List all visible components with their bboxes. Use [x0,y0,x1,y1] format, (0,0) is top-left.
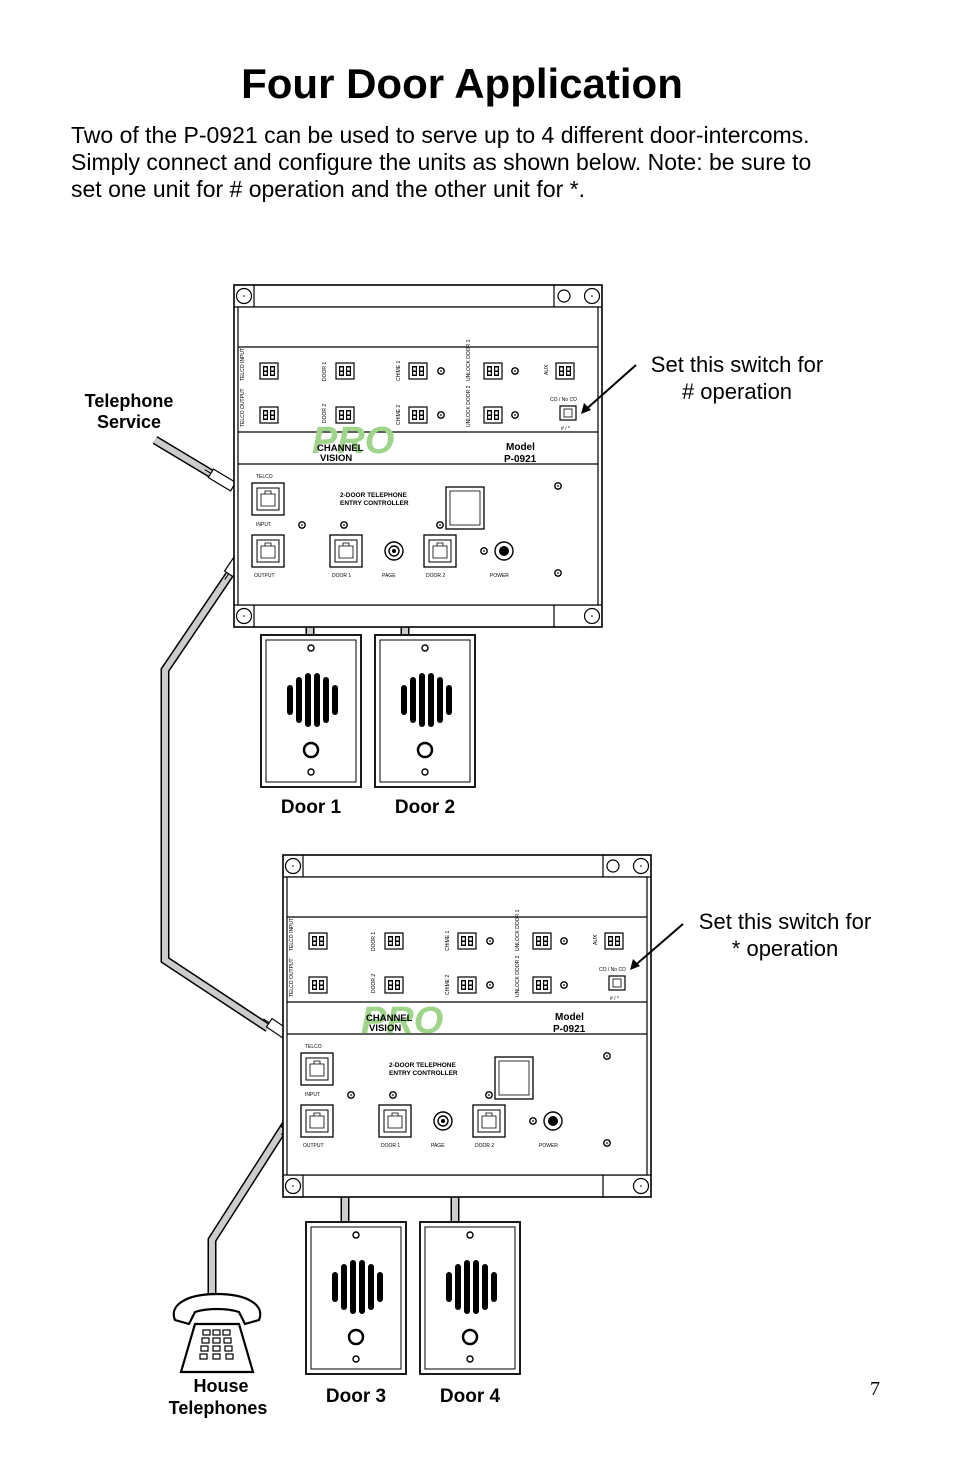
door-station-1 [259,633,363,789]
door3-label: Door 3 [326,1386,386,1407]
terminal-label: AUX [544,364,550,375]
telco-label: TELCO [305,1044,322,1050]
intro-line: set one unit for # operation and the oth… [71,176,586,202]
model-label: Model [555,1012,584,1023]
callout-arrow-hash [582,364,637,413]
door1-label: Door 1 [281,797,342,818]
intro-paragraph: Two of the P-0921 can be used to serve u… [71,122,871,203]
callout-hash-line2: # operation [682,379,792,404]
switch-sublabel: # / * [610,996,619,1002]
product-name: ENTRY CONTROLLER [340,500,409,507]
house-telephone-cable [207,1103,304,1295]
terminal-label: CHIME 2 [445,975,451,996]
page-number: 7 [870,1378,880,1400]
terminal-label: DOOR 1 [371,932,377,951]
terminal-label: UNLOCK DOOR 1 [466,339,472,381]
terminal-label: TELCO OUTPUT [289,958,295,997]
callout-hash-line1: Set this switch for [651,352,823,377]
brand-name: CHANNEL [366,1013,413,1024]
terminal-label: TELCO INPUT [289,918,295,951]
intro-line: Simply connect and configure the units a… [71,149,812,175]
input-label: INPUT [256,522,271,528]
door-station-4 [418,1220,522,1376]
arrow-head-icon [630,959,640,970]
telephone-service-cable [152,436,237,492]
switch-sublabel: # / * [561,426,570,432]
telephone-icon [172,1292,262,1374]
model-number: P-0921 [504,454,537,465]
terminal-label: UNLOCK DOOR 1 [515,909,521,951]
callout-arrow-star [631,923,684,969]
terminal-label: CHIME 1 [396,361,402,382]
house-telephones-label: House [193,1376,248,1396]
callout-star-line1: Set this switch for [699,909,871,934]
terminal-label: DOOR 1 [322,362,328,381]
brand-name: VISION [369,1023,401,1034]
terminal-label: TELCO INPUT [240,348,246,381]
brand-name: CHANNEL [317,443,364,454]
door-station-3 [304,1220,408,1376]
page-title: Four Door Application [241,60,683,107]
interconnect-cable [160,548,295,1043]
brand-logo-mark: PRO [361,1000,443,1042]
product-name: 2-DOOR TELEPHONE [389,1062,456,1069]
model-number: P-0921 [553,1024,586,1035]
telephone-service-label: Telephone [85,391,174,411]
switch-label: CO / No CO [599,967,626,973]
terminal-label: CHIME 2 [396,405,402,426]
door1-port-label: DOOR 1 [332,573,351,579]
telco-label: TELCO [256,474,273,480]
controller-unit-1: TELCO INPUT DOOR 1 CHIME 1 UNLOCK DOOR 1… [234,285,602,627]
output-label: OUTPUT [254,573,275,579]
brand-name: VISION [320,453,352,464]
intro-line: Two of the P-0921 can be used to serve u… [71,122,810,148]
input-label: INPUT [305,1092,320,1098]
terminal-label: DOOR 2 [371,974,377,993]
page-port-label: PAGE [431,1143,445,1149]
controller-unit-2: TELCO INPUT DOOR 1 CHIME 1 UNLOCK DOOR 1… [283,855,651,1197]
terminal-label: CHIME 1 [445,931,451,952]
door2-port-label: DOOR 2 [426,573,445,579]
power-port-label: POWER [490,573,509,579]
door1-port-label: DOOR 1 [381,1143,400,1149]
model-label: Model [506,442,535,453]
terminal-label: UNLOCK DOOR 2 [515,955,521,997]
door-station-2 [373,633,477,789]
terminal-label: UNLOCK DOOR 2 [466,385,472,427]
page-port-label: PAGE [382,573,396,579]
house-telephones-label: Telephones [169,1398,268,1418]
door4-label: Door 4 [440,1386,501,1407]
product-name: ENTRY CONTROLLER [389,1070,458,1077]
door2-label: Door 2 [395,797,455,818]
terminal-label: AUX [593,934,599,945]
door2-port-label: DOOR 2 [475,1143,494,1149]
brand-logo-mark: PRO [312,420,394,462]
arrow-head-icon [581,403,591,414]
product-name: 2-DOOR TELEPHONE [340,492,407,499]
terminal-label: TELCO OUTPUT [240,388,246,427]
telephone-service-label: Service [97,412,161,432]
power-port-label: POWER [539,1143,558,1149]
terminal-label: DOOR 2 [322,404,328,423]
callout-star-line2: * operation [732,936,838,961]
terminal-label: TELCO INPUT [240,348,246,381]
output-label: OUTPUT [303,1143,324,1149]
switch-label: CO / No CO [550,397,577,403]
